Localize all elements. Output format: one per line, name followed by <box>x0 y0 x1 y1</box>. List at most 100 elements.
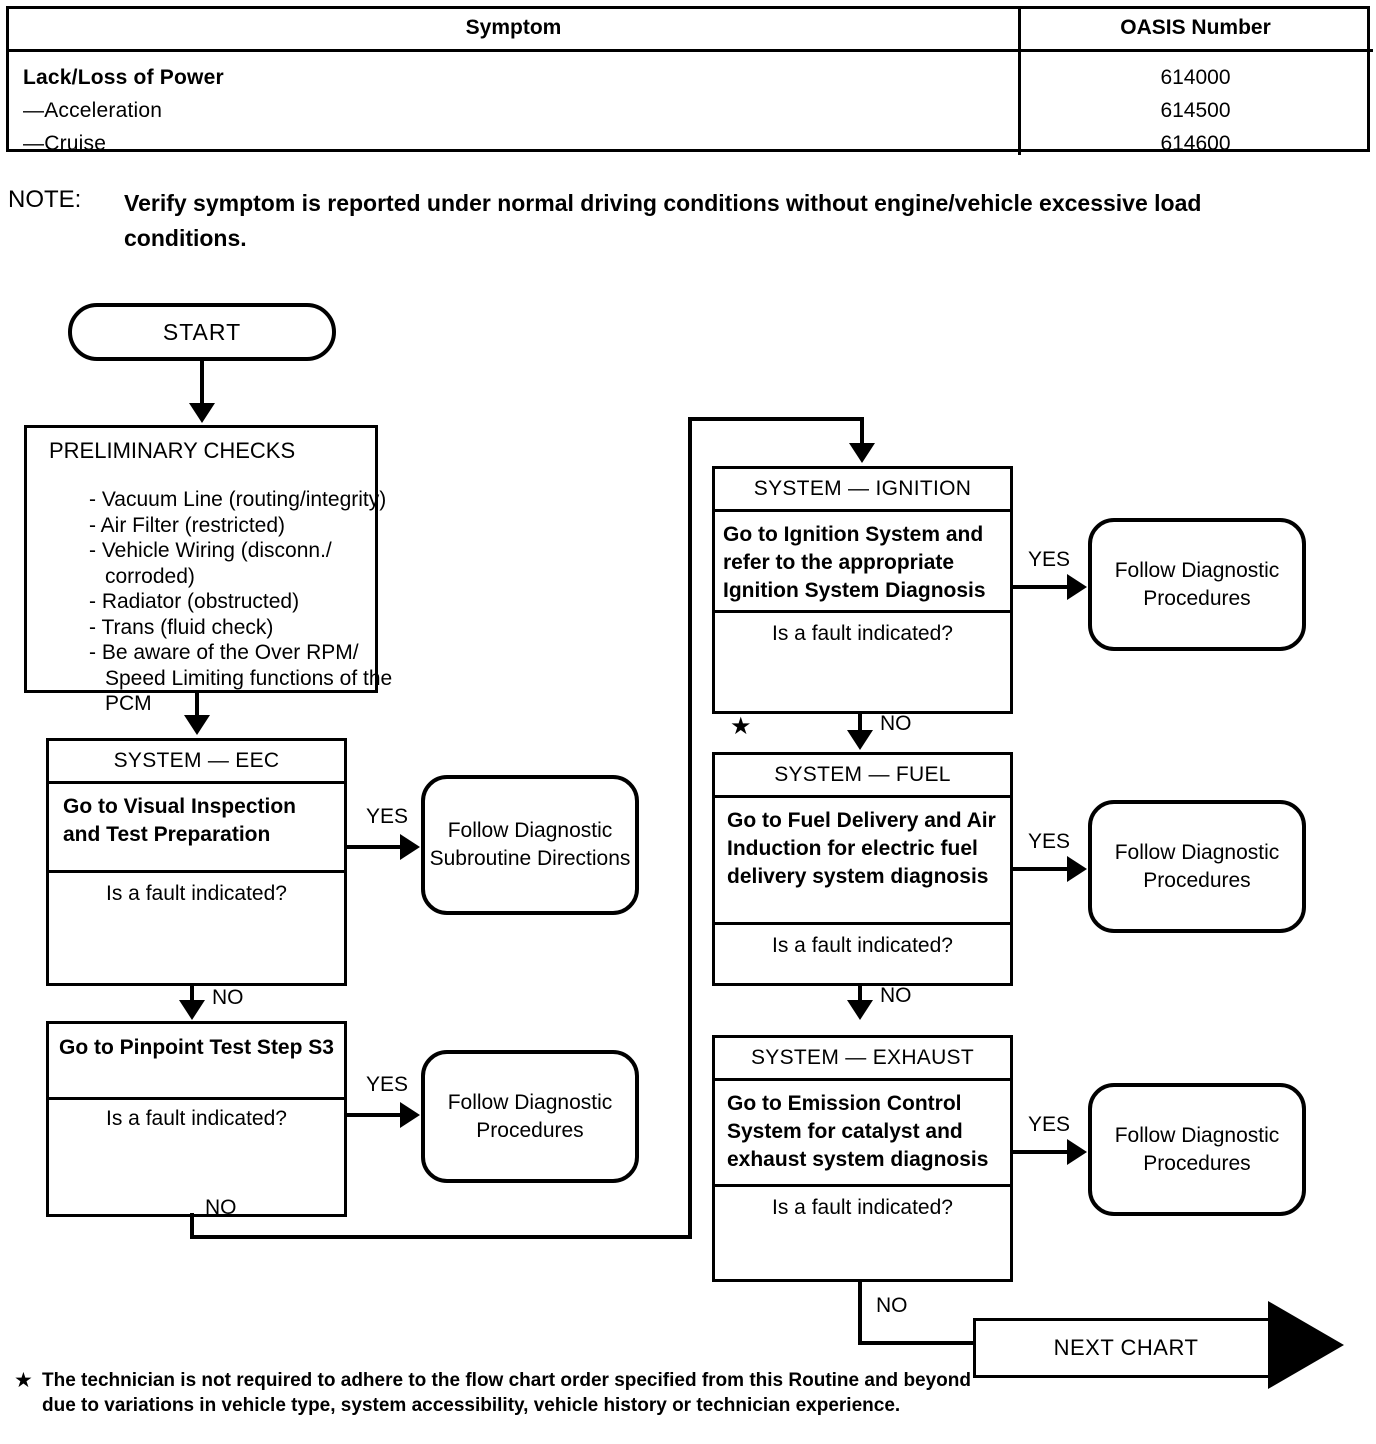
table-cell-oasis: 614600 <box>1160 132 1231 155</box>
edge-label-yes: YES <box>366 805 409 828</box>
edge-label-no: NO <box>212 986 244 1009</box>
connector-no-to-ignition-top <box>688 417 864 421</box>
arrowhead-down-icon <box>179 1000 205 1020</box>
divider <box>715 1078 1010 1081</box>
list-item: - Air Filter (restricted) <box>89 513 286 537</box>
outcome-pinpoint-yes[interactable]: Follow Diagnostic Procedures <box>421 1050 639 1183</box>
list-item: - Vacuum Line (routing/integrity) <box>89 488 387 511</box>
system-ignition-question: Is a fault indicated? <box>772 622 953 645</box>
system-exhaust-question: Is a fault indicated? <box>772 1196 953 1219</box>
table-cell-oasis: 614500 <box>1160 99 1231 122</box>
connector-eec-no <box>190 986 194 1011</box>
system-ignition-box[interactable]: SYSTEM — IGNITION Go to Ignition System … <box>712 466 1013 714</box>
edge-label-yes: YES <box>366 1073 409 1096</box>
list-item: - Vehicle Wiring (disconn./ corroded) <box>89 539 332 588</box>
arrowhead-down-icon <box>184 715 210 735</box>
connector-ignition-yes <box>1013 585 1074 589</box>
system-exhaust-header: SYSTEM — EXHAUST <box>750 1046 974 1069</box>
arrowhead-right-icon <box>400 1102 420 1128</box>
table-row: —Cruise <box>23 132 107 155</box>
connector-pinpoint-yes <box>347 1113 407 1117</box>
divider <box>49 1097 344 1100</box>
arrowhead-right-icon <box>1067 1139 1087 1165</box>
connector-start-to-preliminary <box>200 361 204 407</box>
divider <box>49 870 344 873</box>
star-icon: ★ <box>14 1369 33 1392</box>
edge-label-no: NO <box>205 1196 237 1219</box>
arrowhead-down-icon <box>849 443 875 463</box>
system-ignition-body: Go to Ignition System and refer to the a… <box>723 523 986 602</box>
system-eec-box[interactable]: SYSTEM — EEC Go to Visual Inspection and… <box>46 738 347 986</box>
list-item: - Radiator (obstructed) <box>89 590 300 613</box>
arrowhead-right-icon <box>1067 856 1087 882</box>
connector-fuel-no <box>858 986 862 1012</box>
connector-pinpoint-no-down <box>190 1213 194 1239</box>
preliminary-checks-title: PRELIMINARY CHECKS <box>49 438 296 463</box>
connector-no-up-to-ignition <box>688 417 692 1237</box>
connector-exhaust-no-right <box>858 1341 978 1345</box>
preliminary-checks-list: - Vacuum Line (routing/integrity) - Air … <box>49 487 409 717</box>
edge-label-yes: YES <box>1028 548 1071 571</box>
connector-pinpoint-no-right <box>190 1235 692 1239</box>
outcome-fuel-yes[interactable]: Follow Diagnostic Procedures <box>1088 800 1306 933</box>
edge-label-no: NO <box>876 1294 908 1317</box>
list-item: - Trans (fluid check) <box>89 615 274 639</box>
system-eec-header: SYSTEM — EEC <box>113 749 280 772</box>
note-label: NOTE: <box>8 186 82 213</box>
edge-label-no: NO <box>880 984 912 1007</box>
system-eec-question: Is a fault indicated? <box>106 882 287 905</box>
system-fuel-body: Go to Fuel Delivery and Air Induction fo… <box>727 809 996 888</box>
system-exhaust-body: Go to Emission Control System for cataly… <box>727 1092 989 1171</box>
connector-exhaust-no-down <box>858 1282 862 1345</box>
divider <box>715 509 1010 512</box>
system-eec-body: Go to Visual Inspection and Test Prepara… <box>63 795 296 846</box>
divider <box>715 610 1010 613</box>
table-row: —Acceleration <box>23 99 163 122</box>
system-fuel-box[interactable]: SYSTEM — FUEL Go to Fuel Delivery and Ai… <box>712 752 1013 986</box>
edge-label-yes: YES <box>1028 1113 1071 1136</box>
arrowhead-down-icon <box>847 730 873 750</box>
connector-ignition-no <box>858 714 862 740</box>
next-chart-label: NEXT CHART <box>973 1318 1279 1378</box>
table-header-divider <box>9 49 1373 52</box>
list-item: - Be aware of the Over RPM/ Speed Limiti… <box>89 641 393 715</box>
note-text: Verify symptom is reported under normal … <box>124 190 1202 251</box>
system-fuel-question: Is a fault indicated? <box>772 934 953 957</box>
divider <box>715 1184 1010 1187</box>
arrowhead-down-icon <box>189 403 215 423</box>
connector-exhaust-yes <box>1013 1150 1074 1154</box>
outcome-exhaust-yes[interactable]: Follow Diagnostic Procedures <box>1088 1083 1306 1216</box>
connector-into-ignition <box>860 417 864 447</box>
next-chart-banner[interactable]: NEXT CHART <box>973 1301 1344 1389</box>
system-exhaust-box[interactable]: SYSTEM — EXHAUST Go to Emission Control … <box>712 1035 1013 1282</box>
divider <box>715 922 1010 925</box>
connector-fuel-yes <box>1013 867 1074 871</box>
divider <box>715 795 1010 798</box>
arrowhead-right-icon <box>1268 1301 1344 1389</box>
edge-label-yes: YES <box>1028 830 1071 853</box>
arrowhead-right-icon <box>1067 574 1087 600</box>
arrowhead-down-icon <box>847 1000 873 1020</box>
table-cell-oasis: 614000 <box>1160 66 1231 89</box>
divider <box>49 781 344 784</box>
star-footnote-marker-icon: ★ <box>730 713 752 740</box>
symptom-oasis-table: Symptom OASIS Number Lack/Loss of Power … <box>6 6 1373 155</box>
pinpoint-test-body: Go to Pinpoint Test Step S3 <box>59 1036 334 1059</box>
outcome-eec-yes[interactable]: Follow Diagnostic Subroutine Directions <box>421 775 639 915</box>
start-node[interactable]: START <box>68 303 336 361</box>
outcome-ignition-yes[interactable]: Follow Diagnostic Procedures <box>1088 518 1306 651</box>
connector-eec-yes <box>347 845 407 849</box>
table-header-symptom: Symptom <box>465 16 562 39</box>
table-header-oasis-number: OASIS Number <box>1120 16 1271 39</box>
system-fuel-header: SYSTEM — FUEL <box>774 763 951 786</box>
table-column-divider <box>1018 9 1021 155</box>
pinpoint-test-question: Is a fault indicated? <box>106 1107 287 1130</box>
footnote-text: The technician is not required to adhere… <box>42 1370 971 1416</box>
pinpoint-test-box[interactable]: Go to Pinpoint Test Step S3 Is a fault i… <box>46 1021 347 1217</box>
arrowhead-right-icon <box>400 834 420 860</box>
preliminary-checks-box[interactable]: PRELIMINARY CHECKS - Vacuum Line (routin… <box>24 425 392 715</box>
edge-label-no: NO <box>880 712 912 735</box>
table-row: Lack/Loss of Power <box>23 66 224 89</box>
connector-preliminary-to-eec <box>195 693 199 718</box>
system-ignition-header: SYSTEM — IGNITION <box>753 477 972 500</box>
